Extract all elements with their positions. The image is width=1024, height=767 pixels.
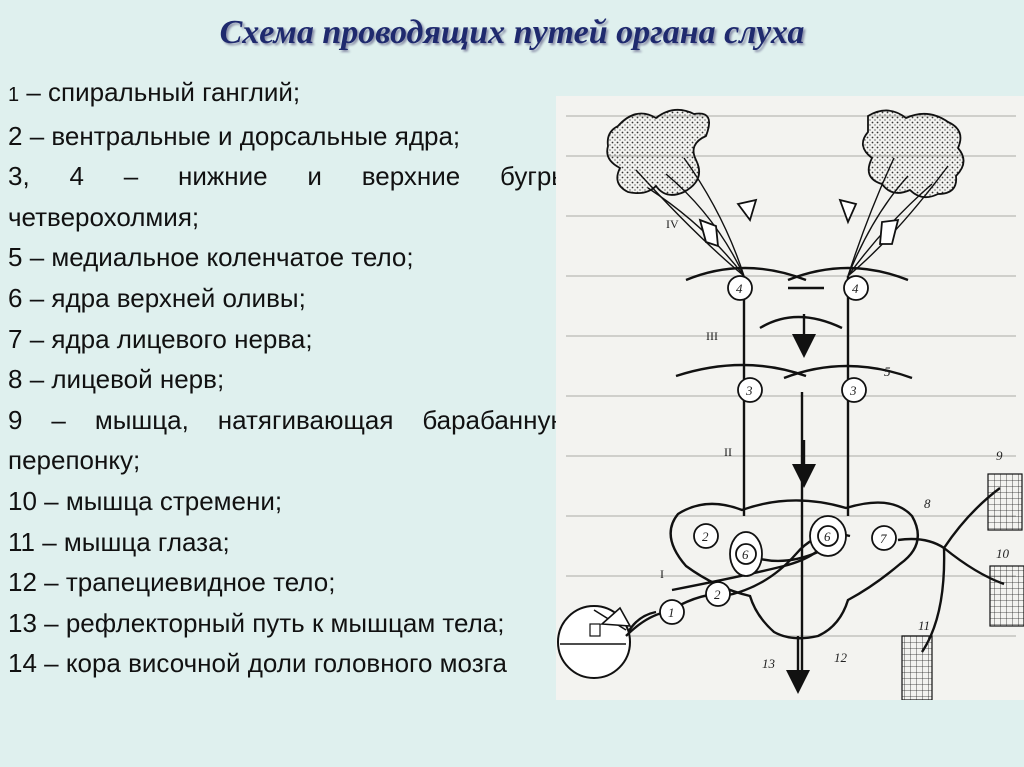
callout-label: 5 — [884, 364, 891, 379]
legend-list: 1 – спиральный ганглий; 2 – вентральные … — [8, 72, 570, 684]
legend-text: – кора височной доли головного мозга — [36, 648, 507, 679]
svg-text:2: 2 — [714, 587, 721, 602]
callout-label: 10 — [996, 546, 1010, 561]
legend-item: 11 – мышца глаза; — [8, 522, 570, 563]
legend-number: 5 — [8, 242, 23, 273]
legend-number: 13 — [8, 607, 37, 638]
callout-label: 8 — [924, 496, 931, 511]
legend-item: 13 – рефлекторный путь к мышцам тела; — [8, 603, 570, 644]
node-6-right: 6 — [809, 515, 847, 557]
legend-text: – ядра лицевого нерва; — [22, 323, 313, 354]
svg-text:4: 4 — [736, 281, 743, 296]
node-2-lower: 2 — [705, 581, 731, 607]
legend-number: 8 — [8, 364, 23, 395]
legend-number: 1 — [8, 84, 20, 106]
callout-label: 11 — [918, 618, 930, 633]
svg-text:6: 6 — [824, 529, 831, 544]
legend-item: 7 – ядра лицевого нерва; — [8, 319, 570, 360]
legend-number: 10 — [8, 485, 37, 516]
stapedius-muscle — [989, 565, 1024, 627]
legend-item: 5 – медиальное коленчатое тело; — [8, 237, 570, 278]
callout-label: 12 — [834, 650, 848, 665]
callout-label: 13 — [762, 656, 776, 671]
svg-text:2: 2 — [702, 529, 709, 544]
cortex-left — [606, 108, 710, 196]
legend-text: – трапециевидное тело; — [36, 567, 336, 598]
diagram-svg: IV III II I — [557, 108, 1024, 700]
legend-text: – мышца стремени; — [36, 485, 283, 516]
legend-number: 14 — [8, 648, 37, 679]
level-label: IV — [666, 217, 679, 231]
brainstem-outline — [669, 499, 920, 640]
legend-number: 3, 4 — [8, 161, 84, 192]
legend-item: 6 – ядра верхней оливы; — [8, 278, 570, 319]
node-2-upper: 2 — [693, 523, 719, 549]
svg-text:1: 1 — [668, 605, 675, 620]
eye-muscle — [901, 635, 933, 700]
legend-item: 14 – кора височной доли головного мозга — [8, 643, 570, 684]
legend-item: 1 – спиральный ганглий; — [8, 72, 570, 116]
legend-number: 6 — [8, 282, 23, 313]
cortical-fibers — [635, 157, 949, 277]
geniculate-left-lower — [698, 218, 720, 248]
geniculate-right-upper — [838, 198, 858, 225]
geniculate-left-upper — [736, 198, 758, 222]
legend-text: – лицевой нерв; — [22, 364, 225, 395]
legend-item: 9 – мышца, натягивающая барабанную переп… — [8, 400, 570, 481]
legend-text: – вентральные и дорсальные ядра; — [22, 120, 461, 151]
cochlea — [557, 605, 667, 679]
node-7: 7 — [871, 525, 897, 551]
level-label: I — [660, 567, 664, 581]
svg-text:6: 6 — [742, 547, 749, 562]
legend-text: – рефлекторный путь к мышцам тела; — [36, 607, 505, 638]
callout-label: 9 — [996, 448, 1003, 463]
legend-item: 10 – мышца стремени; — [8, 481, 570, 522]
legend-text: – мышца глаза; — [35, 526, 230, 557]
node-3-right: 3 — [841, 377, 867, 403]
legend-number: 9 — [8, 404, 23, 435]
node-3-left: 3 — [737, 377, 763, 403]
node-6-left: 6 — [729, 531, 763, 577]
level-label: II — [724, 445, 732, 459]
legend-text: – нижние и верхние бугры четверохолмия; — [8, 161, 570, 232]
level-label: III — [706, 329, 718, 343]
legend-item: 12 – трапециевидное тело; — [8, 562, 570, 603]
svg-text:7: 7 — [880, 531, 887, 546]
legend-item: 3, 4 – нижние и верхние бугры четверохол… — [8, 156, 570, 237]
node-1: 1 — [659, 599, 685, 625]
legend-text: – медиальное коленчатое тело; — [22, 242, 414, 273]
legend-number: 11 — [8, 526, 35, 557]
geniculate-right-lower — [879, 218, 900, 245]
svg-text:3: 3 — [745, 383, 753, 398]
legend-number: 2 — [8, 120, 23, 151]
auditory-pathway-diagram: IV III II I — [556, 96, 1024, 700]
node-4-left: 4 — [727, 275, 753, 301]
tensor-tympani-muscle — [987, 473, 1023, 531]
legend-number: 7 — [8, 323, 23, 354]
legend-text: – спиральный ганглий; — [19, 77, 301, 107]
legend-item: 8 – лицевой нерв; — [8, 359, 570, 400]
cortex-right — [862, 109, 965, 199]
legend-text: – мышца, натягивающая барабанную перепон… — [8, 404, 570, 476]
page-title: Схема проводящих путей органа слуха — [219, 14, 805, 51]
legend-item: 2 – вентральные и дорсальные ядра; — [8, 116, 570, 157]
legend-number: 12 — [8, 567, 37, 598]
legend-text: – ядра верхней оливы; — [22, 282, 306, 313]
node-4-right: 4 — [843, 275, 869, 301]
svg-text:3: 3 — [849, 383, 857, 398]
svg-text:4: 4 — [852, 281, 859, 296]
